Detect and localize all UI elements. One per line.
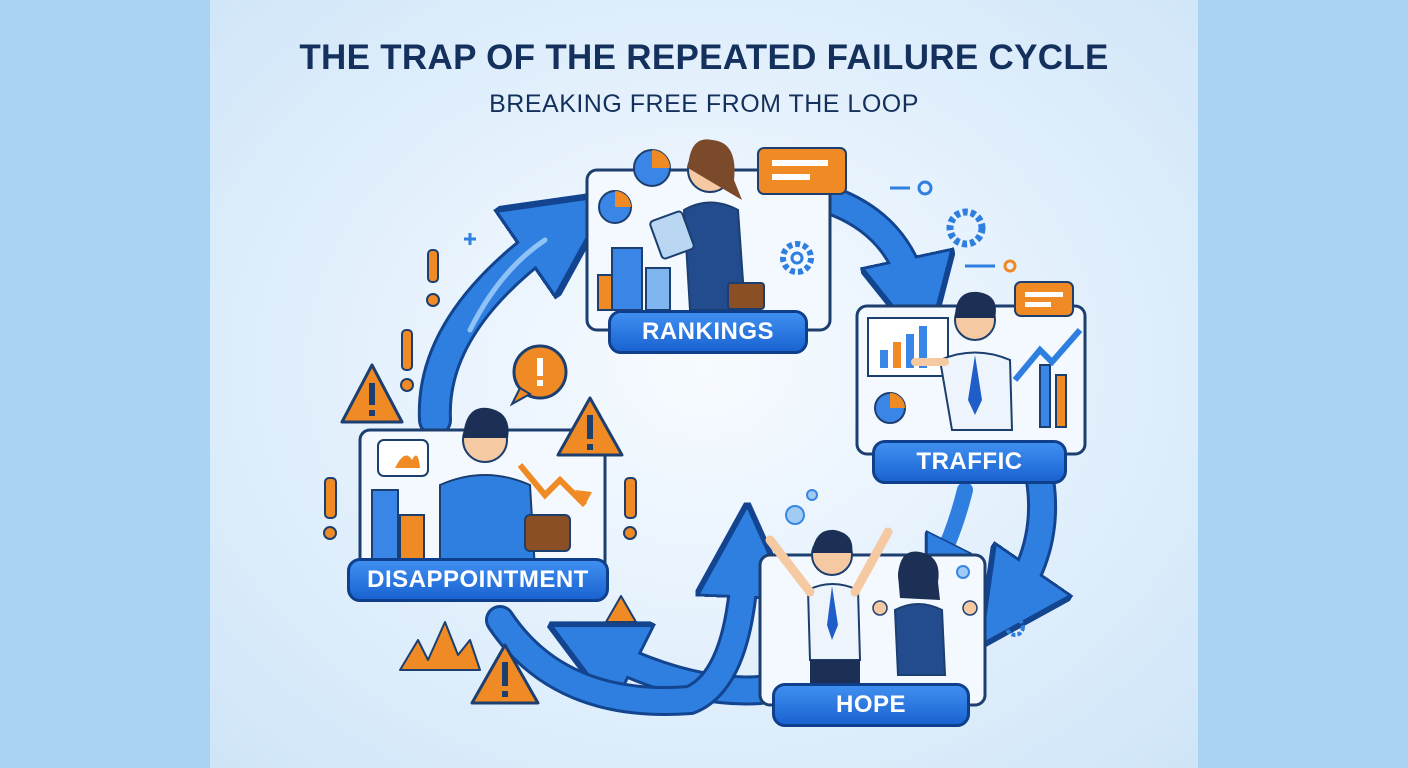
cycle-arrows <box>417 185 1042 716</box>
tablet-icon <box>649 210 695 260</box>
warning-icon <box>556 396 624 457</box>
hope-label: HOPE <box>772 683 970 727</box>
traffic-label: TRAFFIC <box>872 440 1067 484</box>
warning-icon <box>340 363 404 424</box>
decorations <box>464 180 1017 273</box>
rankings-card <box>585 139 847 332</box>
warning-signs <box>323 249 637 705</box>
trend-up-arrow <box>1012 328 1083 382</box>
woman-body <box>893 603 947 676</box>
broken-chart-icon <box>399 621 481 671</box>
gear-icon <box>780 241 814 275</box>
gear-icon <box>946 208 986 248</box>
left-margin <box>0 0 210 768</box>
page-title: THE TRAP OF THE REPEATED FAILURE CYCLE <box>299 38 1109 77</box>
exclamation-icon <box>323 249 637 540</box>
man-body <box>439 474 537 571</box>
disappointment-card <box>358 407 607 582</box>
trend-down-arrow <box>517 463 588 508</box>
building-icon <box>611 247 643 311</box>
bubble-icon <box>785 505 805 525</box>
speech-bubble-icon <box>757 147 847 195</box>
disappointment-label: DISAPPOINTMENT <box>347 558 609 602</box>
alert-bubble-icon <box>509 344 568 407</box>
gear-icon <box>1005 617 1025 637</box>
speech-bubble-icon <box>1014 281 1074 317</box>
briefcase-icon <box>727 282 765 310</box>
rankings-label: RANKINGS <box>608 310 808 354</box>
hope-card <box>758 489 1025 707</box>
warning-icon <box>470 643 540 705</box>
arrow-inner-traffic-to-hope <box>940 482 973 560</box>
building-icon <box>371 489 399 571</box>
page-subtitle: BREAKING FREE FROM THE LOOP <box>489 90 919 118</box>
warning-icon <box>605 595 637 623</box>
wallet-icon <box>524 514 571 552</box>
right-margin <box>1198 0 1408 768</box>
traffic-card <box>855 281 1087 456</box>
